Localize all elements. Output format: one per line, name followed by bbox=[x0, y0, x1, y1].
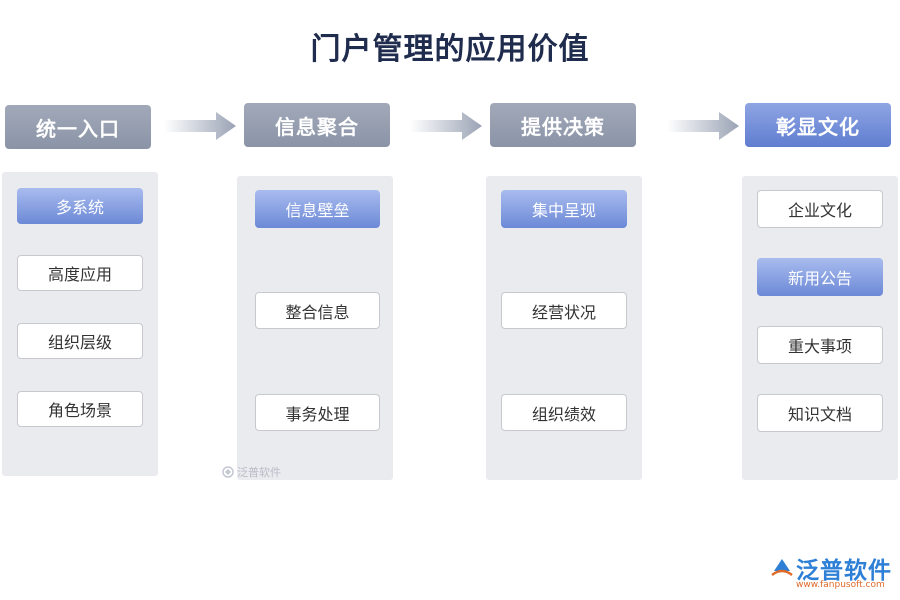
brand-logo: 泛普软件 www.fanpusoft.com bbox=[770, 551, 896, 595]
item-org-hierarchy: 组织层级 bbox=[17, 323, 143, 359]
header-unified-entry: 统一入口 bbox=[5, 105, 151, 149]
header-info-aggregation: 信息聚合 bbox=[244, 103, 390, 147]
watermark-logo-icon bbox=[222, 466, 234, 478]
brand-url: www.fanpusoft.com bbox=[796, 580, 885, 590]
page-title: 门户管理的应用价值 bbox=[310, 32, 590, 67]
brand-name: 泛普软件 bbox=[796, 558, 892, 584]
watermark-small-text: 泛普软件 bbox=[237, 466, 281, 479]
item-major-events: 重大事项 bbox=[757, 326, 883, 364]
item-info-barrier: 信息壁垒 bbox=[255, 190, 380, 228]
item-knowledge-docs: 知识文档 bbox=[757, 394, 883, 432]
flow-arrow-1 bbox=[164, 112, 236, 140]
item-high-usage: 高度应用 bbox=[17, 255, 143, 291]
item-affairs-processing: 事务处理 bbox=[255, 394, 380, 431]
item-role-scenario: 角色场景 bbox=[17, 391, 143, 427]
header-decision-support: 提供决策 bbox=[490, 103, 636, 147]
item-org-performance: 组织绩效 bbox=[501, 394, 627, 431]
brand-mark-icon bbox=[771, 559, 793, 577]
flow-arrow-3 bbox=[667, 112, 739, 140]
item-central-display: 集中呈现 bbox=[501, 190, 627, 228]
item-corporate-culture: 企业文化 bbox=[757, 190, 883, 228]
item-new-announcement: 新用公告 bbox=[757, 258, 883, 296]
item-business-status: 经营状况 bbox=[501, 292, 627, 329]
item-integrate-info: 整合信息 bbox=[255, 292, 380, 329]
watermark-small: 泛普软件 bbox=[222, 464, 281, 480]
header-show-culture: 彰显文化 bbox=[745, 103, 891, 147]
item-multi-system: 多系统 bbox=[17, 188, 143, 224]
flow-arrow-2 bbox=[410, 112, 482, 140]
